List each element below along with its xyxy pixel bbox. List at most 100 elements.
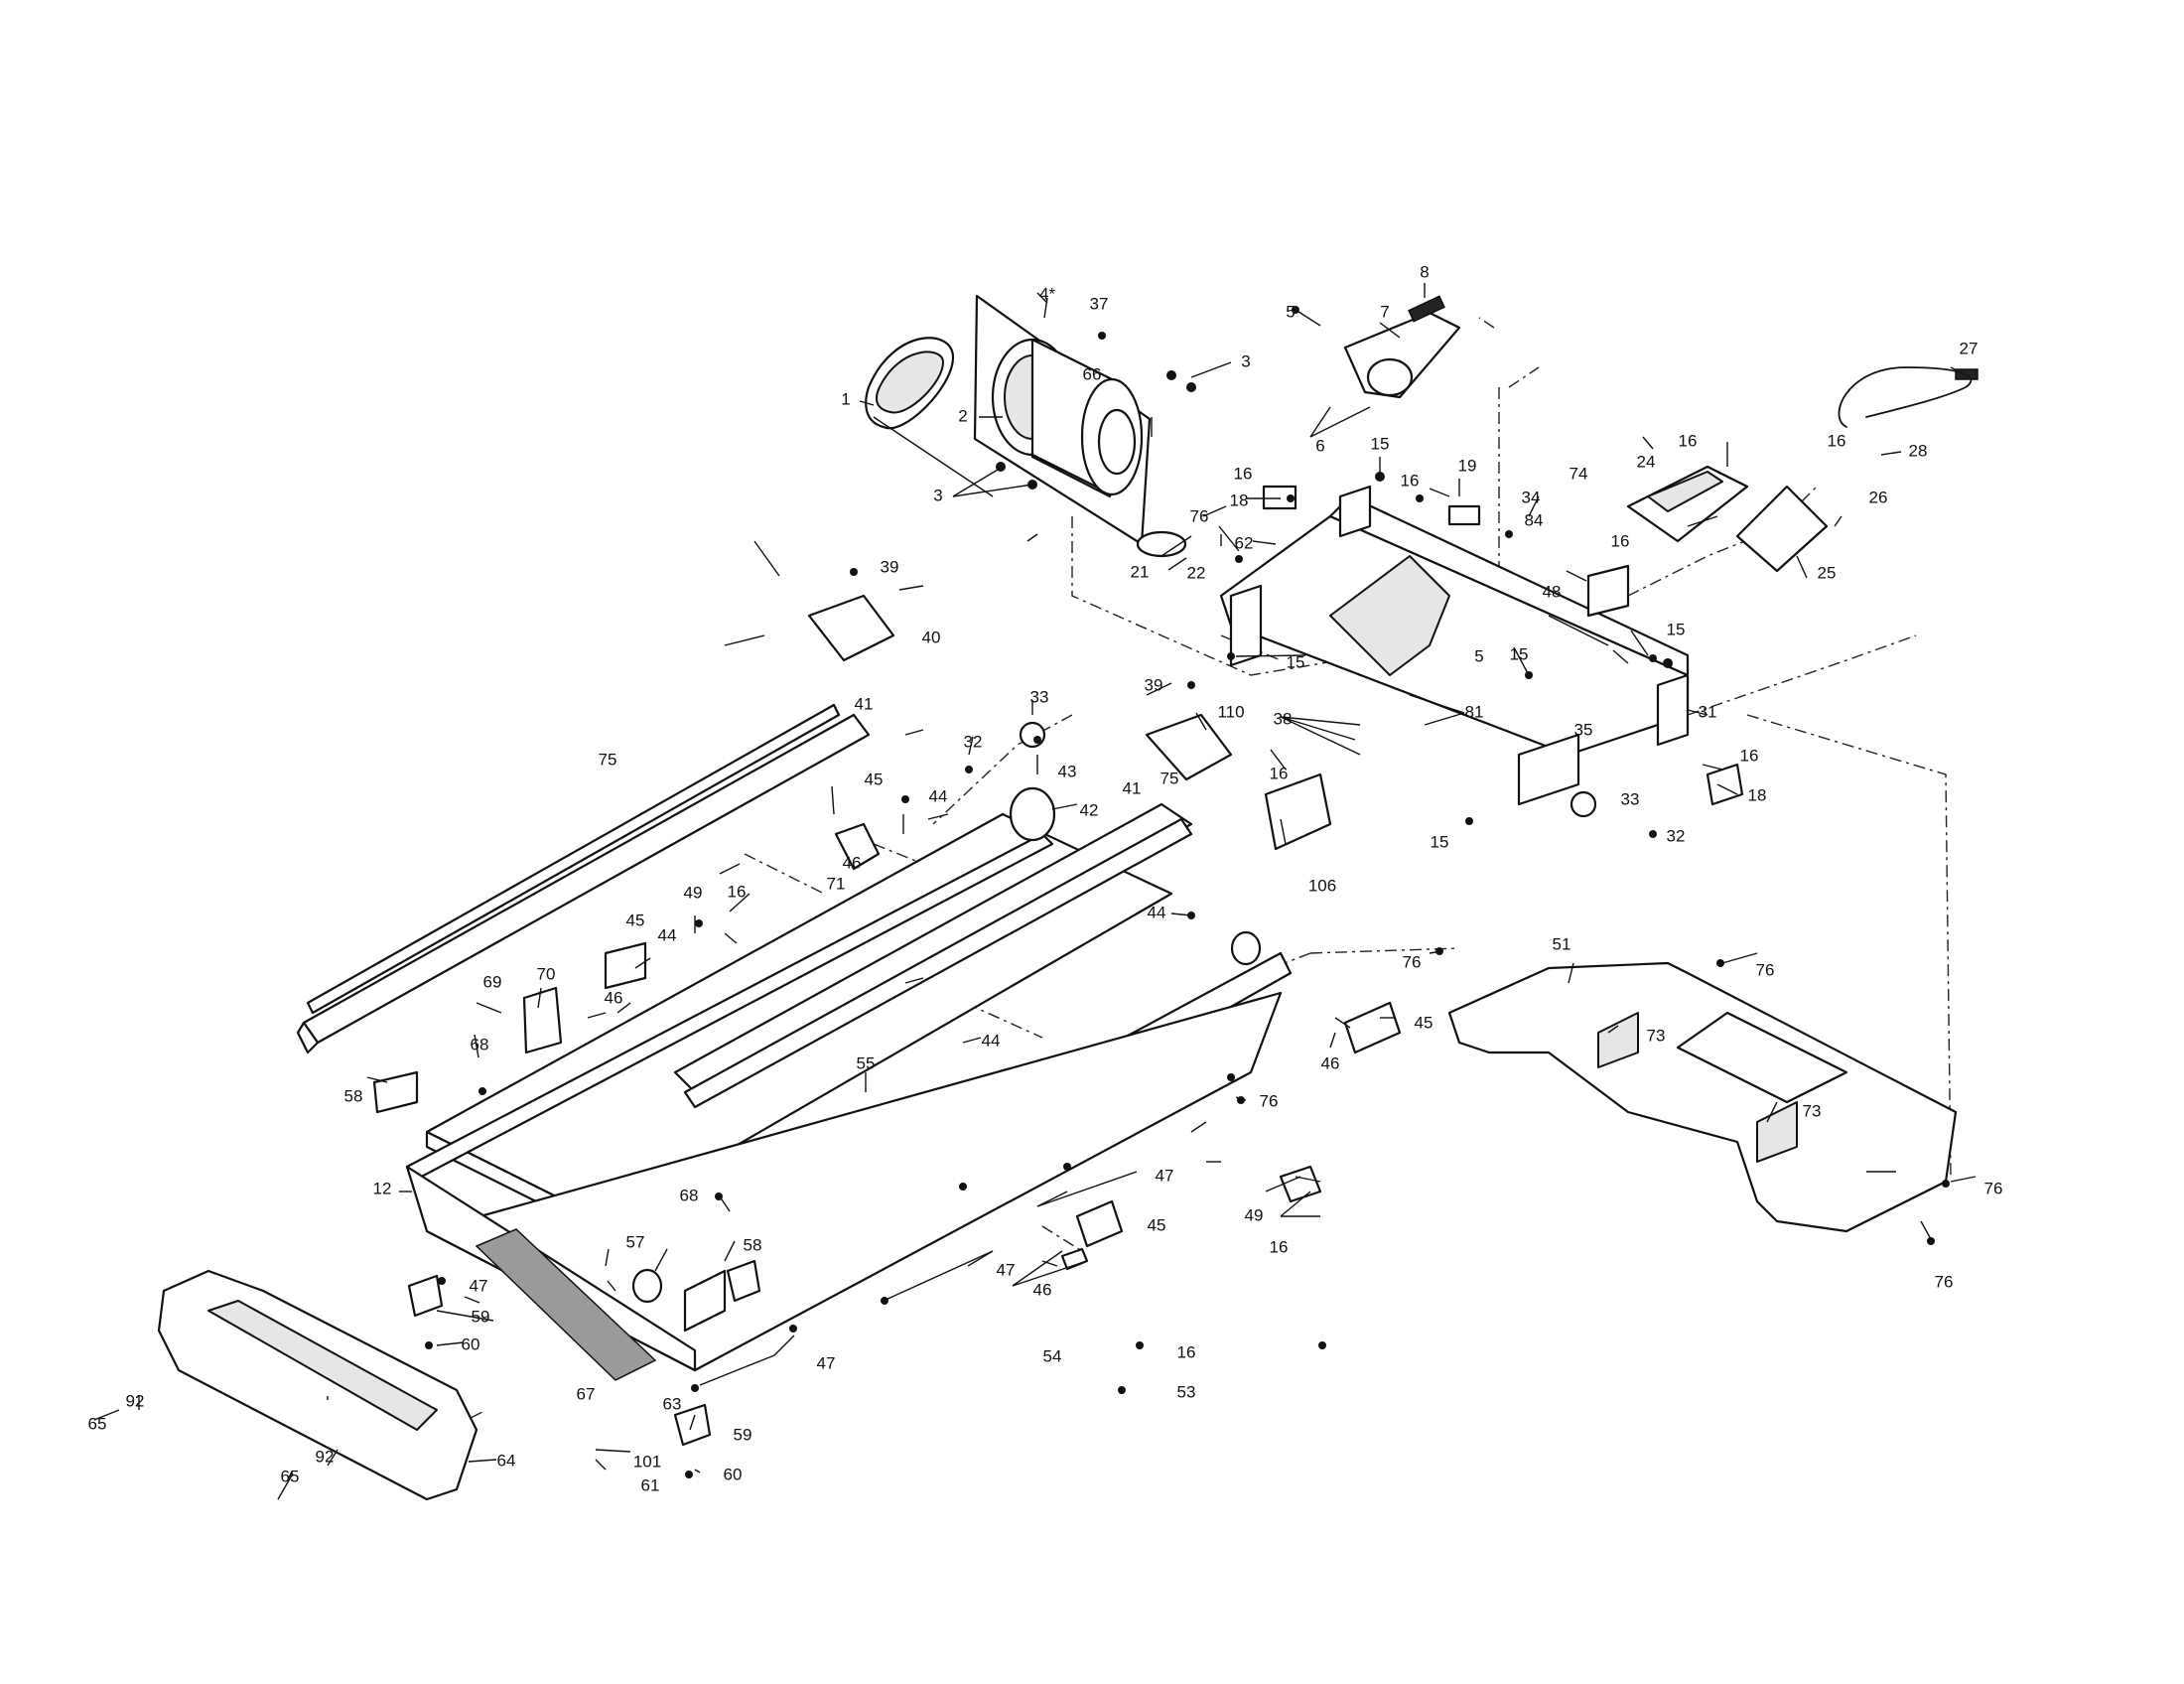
callout-40: 40 (922, 628, 941, 646)
callout-73b: 73 (1803, 1101, 1822, 1120)
callout-39b: 39 (1145, 675, 1163, 694)
callout-84: 84 (1525, 510, 1544, 529)
callout-16e: 16 (1611, 531, 1630, 550)
callout-92b: 92 (316, 1447, 335, 1466)
callout-65b: 65 (281, 1467, 300, 1485)
callout-65: 65 (88, 1414, 107, 1433)
callout-59b: 59 (734, 1425, 752, 1444)
callout-66: 66 (1083, 364, 1102, 383)
callout-75b: 75 (1160, 769, 1179, 787)
callout-76c: 76 (1403, 952, 1422, 971)
callout-58: 58 (344, 1086, 363, 1105)
callout-15: 15 (1371, 434, 1390, 453)
callout-46: 46 (843, 853, 862, 872)
callout-75: 75 (599, 750, 617, 769)
callout-61: 61 (641, 1475, 660, 1494)
callout-101: 101 (633, 1452, 661, 1471)
callout-37: 37 (1090, 294, 1109, 313)
callout-45: 45 (865, 770, 884, 788)
callout-16j: 16 (1177, 1342, 1196, 1361)
callout-62: 62 (1235, 533, 1254, 552)
callout-19: 19 (1458, 456, 1477, 475)
callout-3: 3 (1241, 351, 1250, 370)
callout-59: 59 (472, 1307, 490, 1326)
callout-2: 2 (958, 406, 967, 425)
callout-44: 44 (929, 786, 948, 805)
callout-57: 57 (626, 1232, 645, 1251)
callout-5: 5 (1286, 302, 1295, 321)
callout-46b: 46 (605, 988, 623, 1007)
callout-76e: 76 (1984, 1179, 2003, 1197)
front-cover (157, 1269, 478, 1501)
right-rail-assembly (673, 802, 1193, 1109)
fasteners (425, 306, 1950, 1478)
callout-33: 33 (1030, 687, 1049, 706)
main-frame (1219, 485, 1690, 806)
callout-73: 73 (1647, 1026, 1666, 1045)
callout-16b: 16 (1401, 471, 1420, 490)
callout-16d: 16 (1828, 431, 1846, 450)
callout-4star: 4* (1039, 284, 1055, 303)
callout-46c: 46 (1321, 1053, 1340, 1072)
callout-16g: 16 (1270, 764, 1289, 782)
callout-49b: 49 (1245, 1205, 1264, 1224)
callout-15d: 15 (1667, 620, 1686, 638)
callout-12: 12 (373, 1179, 392, 1197)
callout-16f: 16 (1740, 746, 1759, 765)
callout-45b: 45 (626, 911, 645, 929)
callout-76d: 76 (1756, 960, 1775, 979)
callout-39: 39 (881, 557, 899, 576)
callout-47b: 47 (997, 1260, 1016, 1279)
callout-55: 55 (857, 1053, 876, 1072)
callout-21: 21 (1131, 562, 1150, 581)
callout-26: 26 (1869, 488, 1888, 506)
callout-47: 47 (1156, 1166, 1174, 1185)
callout-58b: 58 (744, 1235, 762, 1254)
callout-46d: 46 (1033, 1280, 1052, 1299)
callout-110: 110 (1217, 702, 1244, 721)
callout-16i: 16 (1270, 1237, 1289, 1256)
callout-67: 67 (577, 1384, 596, 1403)
callout-45c: 45 (1415, 1013, 1433, 1032)
callout-69: 69 (483, 972, 502, 991)
callout-49: 49 (684, 883, 703, 902)
callout-47d: 47 (470, 1276, 488, 1295)
callout-5b: 5 (1474, 646, 1483, 665)
callout-44d: 44 (982, 1031, 1001, 1050)
callout-45d: 45 (1148, 1215, 1166, 1234)
callout-74: 74 (1570, 464, 1588, 483)
callout-27: 27 (1960, 339, 1979, 357)
callout-18: 18 (1230, 491, 1249, 509)
callout-16h: 16 (728, 882, 747, 901)
callout-22: 22 (1187, 563, 1206, 582)
callout-53: 53 (1177, 1382, 1196, 1401)
electronics-box (1626, 465, 1749, 543)
callout-34: 34 (1522, 488, 1541, 506)
callout-47c: 47 (817, 1353, 836, 1372)
callout-106: 106 (1308, 876, 1336, 895)
walking-belt (475, 1228, 657, 1381)
callout-48: 48 (1543, 582, 1562, 601)
callout-38: 38 (1274, 709, 1293, 728)
callout-25: 25 (1818, 563, 1837, 582)
small-parts (372, 485, 1744, 1447)
drive-belt (865, 337, 955, 430)
callout-1: 1 (841, 389, 850, 408)
callout-41b: 41 (1123, 778, 1142, 797)
callout-3b: 3 (933, 486, 942, 504)
callout-32: 32 (964, 732, 983, 751)
callout-60b: 60 (724, 1465, 743, 1483)
callout-68: 68 (471, 1035, 489, 1053)
callout-7: 7 (1380, 302, 1389, 321)
callout-76b: 76 (1260, 1091, 1279, 1110)
callout-18b: 18 (1748, 785, 1767, 804)
callout-76: 76 (1190, 506, 1209, 525)
callout-51: 51 (1553, 934, 1571, 953)
bracket-25 (1735, 485, 1829, 573)
callout-8: 8 (1420, 262, 1429, 281)
callout-44c: 44 (1148, 903, 1166, 921)
callout-15e: 15 (1431, 832, 1449, 851)
callout-35: 35 (1574, 720, 1593, 739)
base-frame (1447, 961, 1958, 1233)
